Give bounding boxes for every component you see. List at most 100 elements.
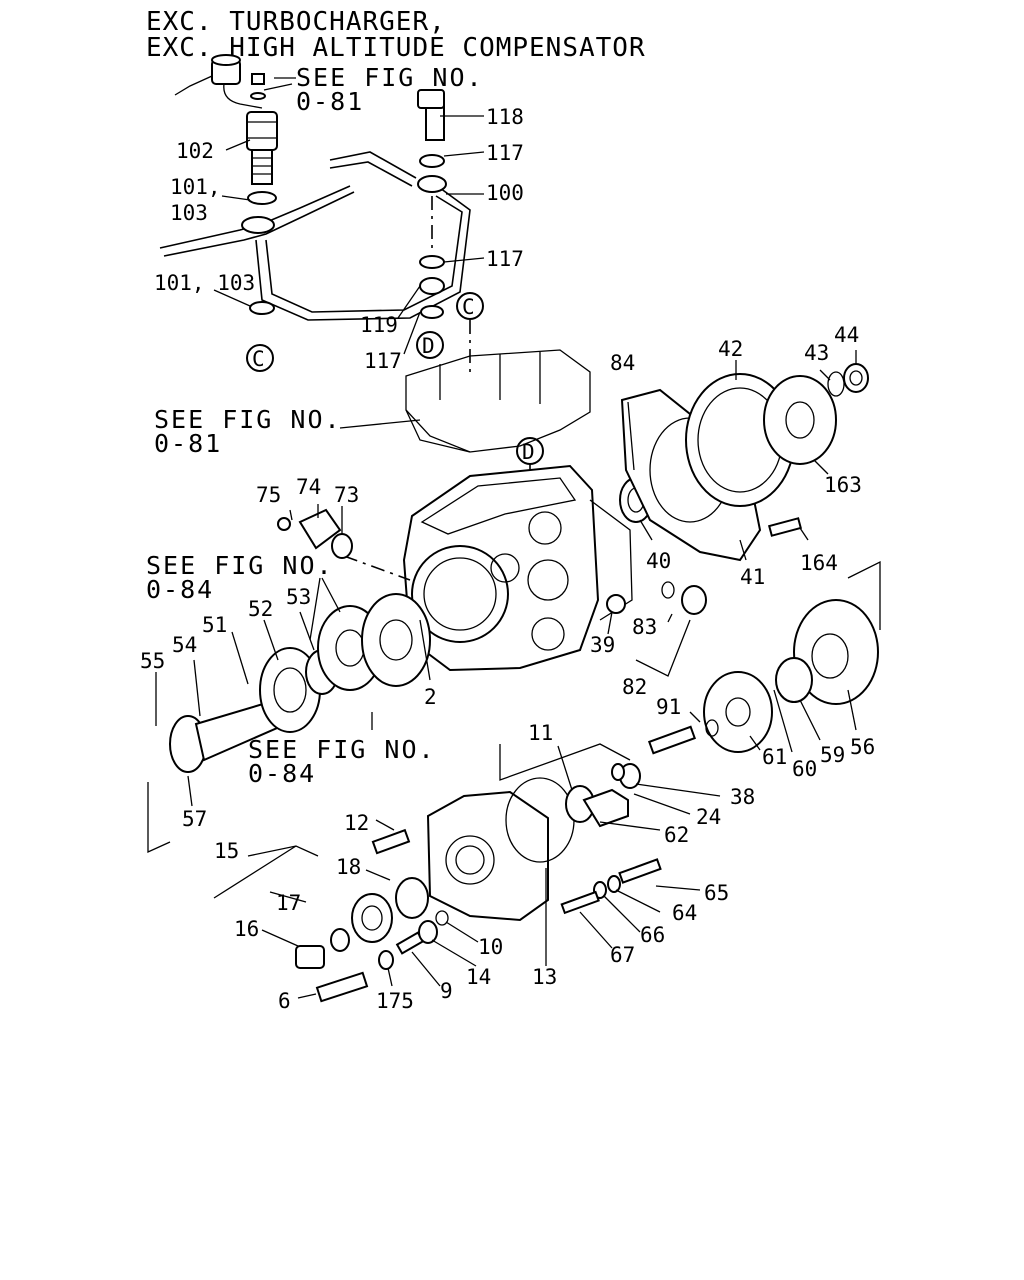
callout-12: 12 [344,811,369,835]
callout-51: 51 [202,613,227,637]
part-39-screw [606,594,626,614]
svg-text:0-81: 0-81 [296,87,364,116]
connector-d-top: D [416,331,444,359]
callout-44: 44 [834,323,859,347]
svg-text:0-84: 0-84 [248,759,316,788]
see-fig-ref-2: SEE FIG NO. 0-81 [154,405,342,458]
callout-100: 100 [486,181,524,205]
callout-74: 74 [296,475,321,499]
callout-13: 13 [532,965,557,989]
callout-53: 53 [286,585,311,609]
callout-102: 102 [176,139,214,163]
callout-17: 17 [276,891,301,915]
part-24-ring [611,763,625,781]
svg-text:C: C [252,347,265,371]
svg-text:C: C [462,295,475,319]
part-163-hub [763,375,837,465]
callout-59: 59 [820,743,845,767]
callout-65: 65 [704,881,729,905]
callout-56: 56 [850,735,875,759]
callout-41: 41 [740,565,765,589]
callout-60: 60 [792,757,817,781]
callout-40: 40 [646,549,671,573]
svg-text:SEE FIG NO.: SEE FIG NO. [296,63,484,92]
part-61-governor-sleeve [703,671,773,753]
fuel-pipe-lines [159,89,471,321]
part-175-washer [378,950,394,970]
callout-11: 11 [528,721,553,745]
callout-164: 164 [800,551,838,575]
part-52-drive-gear [259,647,321,733]
washer-117-lower [419,255,445,269]
callout-2: 2 [424,685,437,709]
part-16-plug [295,945,325,969]
callout-84: 84 [610,351,635,375]
part-56-governor-weights [793,599,879,705]
solenoid-valve-assembly [174,54,266,109]
svg-text:0-84: 0-84 [146,575,214,604]
callout-16: 16 [234,917,259,941]
callout-62: 62 [664,823,689,847]
see-fig-ref-4: SEE FIG NO. 0-84 [248,735,436,788]
callout-24: 24 [696,805,721,829]
part-13-pump-head-housing [426,790,549,922]
part-59-holder [775,657,813,703]
part-12-bolt [371,828,411,855]
svg-text:SEE FIG NO.: SEE FIG NO. [248,735,436,764]
callout-117: 117 [486,141,524,165]
washer-101-103 [249,301,275,315]
callout-117: 117 [364,349,402,373]
part-83-plug [681,585,707,615]
part-2-pump-housing [402,464,633,672]
connector-d-lower: D [516,437,544,500]
part-102-valve [246,111,278,205]
callout-43: 43 [804,341,829,365]
callout-labels: 118 117 100 117 119 117 102 101, 103 101… [140,105,875,1013]
svg-text:D: D [422,334,435,358]
part-44-nut [843,363,869,393]
callout-42: 42 [718,337,743,361]
see-fig-ref-1: SEE FIG NO. 0-81 [296,63,484,116]
callout-52: 52 [248,597,273,621]
part-15-screw-plug [351,893,393,943]
part-75-screw [277,517,291,531]
callout-54: 54 [172,633,197,657]
coupling-plate-right [361,593,431,687]
svg-text:SEE FIG NO.: SEE FIG NO. [146,551,334,580]
part-83-ring [661,581,675,599]
part-67-screw [560,890,600,915]
part-17-washer [330,928,350,952]
callout-103: 103 [170,201,208,225]
washer-117-bottom [420,305,444,319]
callout-101-103: 101, 103 [154,271,255,295]
callout-9: 9 [440,979,453,1003]
callout-57: 57 [182,807,207,831]
callout-91: 91 [656,695,681,719]
callout-82: 82 [622,675,647,699]
part-91-washer [705,719,719,737]
svg-text:SEE FIG NO.: SEE FIG NO. [154,405,342,434]
svg-text:0-81: 0-81 [154,429,222,458]
callout-73: 73 [334,483,359,507]
connector-c-left: C [246,344,274,372]
part-164-bolt [767,517,803,537]
part-119-spacer [419,277,445,295]
callout-38: 38 [730,785,755,809]
callout-10: 10 [478,935,503,959]
callout-55: 55 [140,649,165,673]
callout-66: 66 [640,923,665,947]
callout-64: 64 [672,901,697,925]
callout-75: 75 [256,483,281,507]
part-64-nut [607,875,621,893]
callout-61: 61 [762,745,787,769]
callout-163: 163 [824,473,862,497]
callout-118: 118 [486,105,524,129]
callout-6: 6 [278,989,291,1013]
callout-15: 15 [214,839,239,863]
part-14-valve [418,920,438,944]
callout-175: 175 [376,989,414,1013]
part-18-o-ring [395,877,429,919]
part-62-plate [582,788,629,828]
part-73-o-ring [331,533,353,559]
